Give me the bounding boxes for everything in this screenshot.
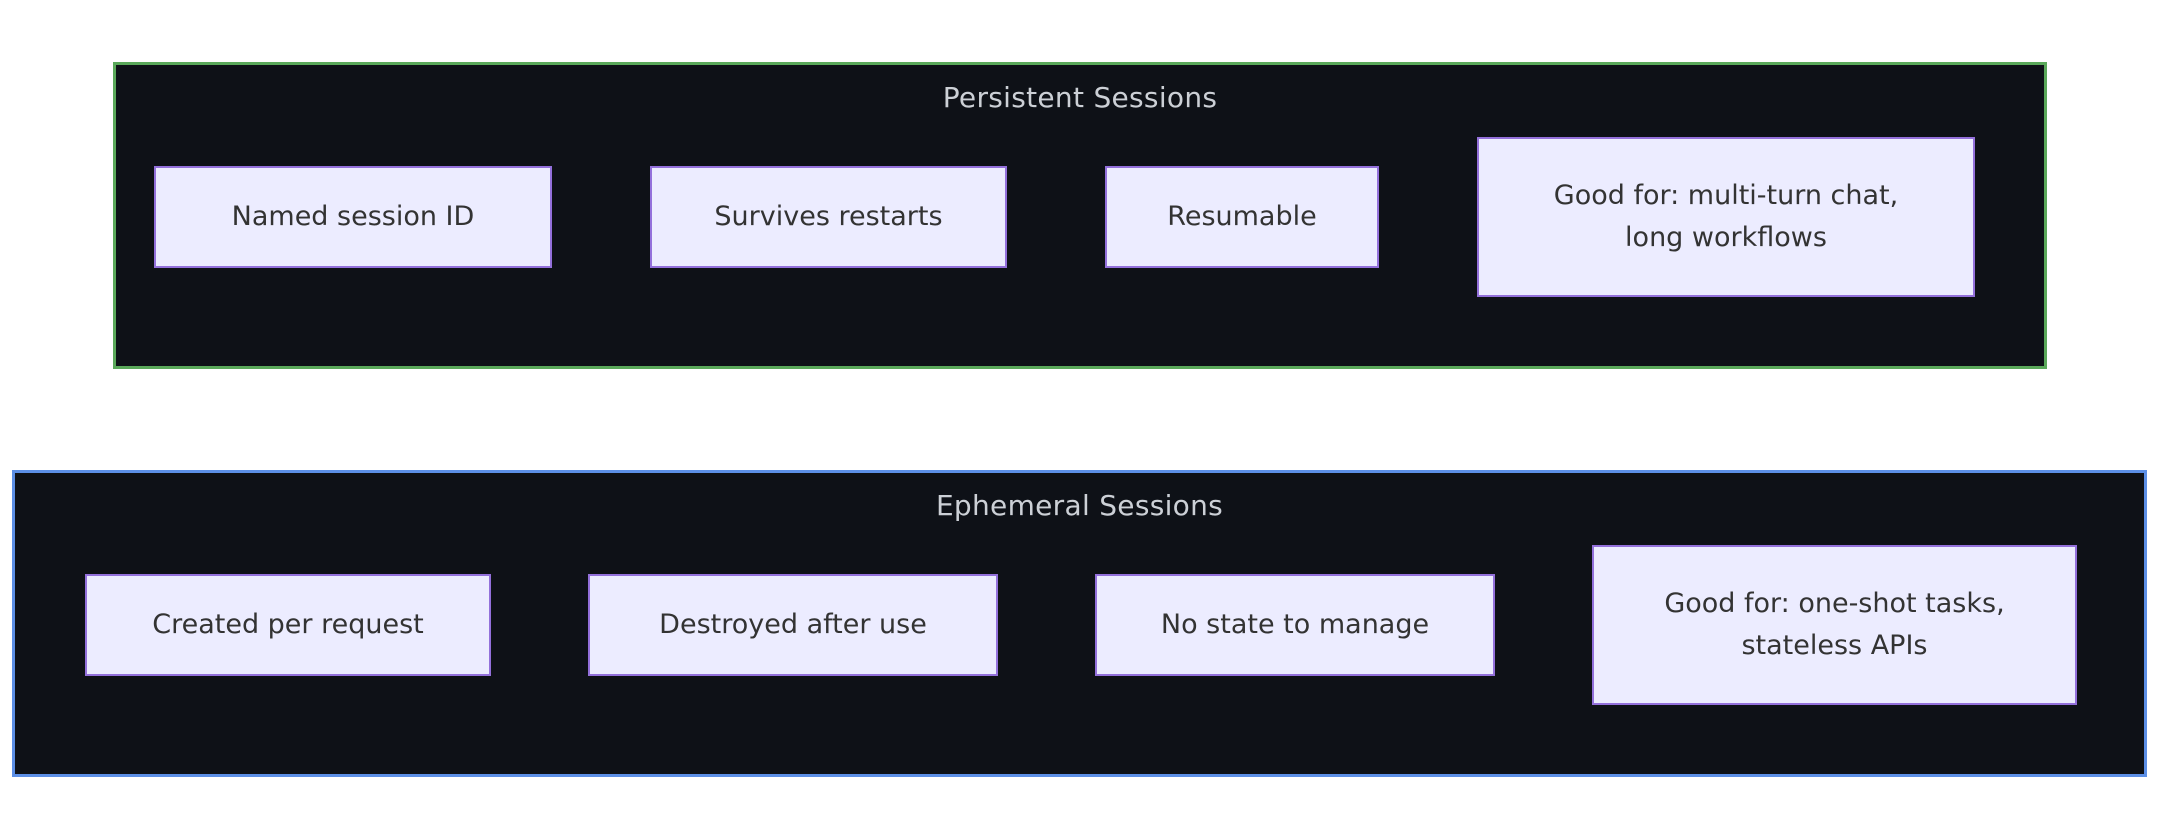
node-created-per-request: Created per request	[85, 574, 491, 676]
persistent-sessions-group: Persistent Sessions Named session ID Sur…	[113, 62, 2047, 369]
node-persistent-good-for: Good for: multi-turn chat, long workflow…	[1477, 137, 1975, 297]
node-resumable: Resumable	[1105, 166, 1379, 268]
ephemeral-sessions-title: Ephemeral Sessions	[935, 489, 1224, 522]
persistent-sessions-title: Persistent Sessions	[942, 81, 1218, 114]
node-named-session-id: Named session ID	[154, 166, 552, 268]
node-survives-restarts: Survives restarts	[650, 166, 1007, 268]
node-destroyed-after-use: Destroyed after use	[588, 574, 998, 676]
ephemeral-sessions-group: Ephemeral Sessions Created per request D…	[12, 470, 2147, 777]
ephemeral-sessions-row: Created per request Destroyed after use …	[85, 545, 2077, 705]
node-ephemeral-good-for: Good for: one-shot tasks, stateless APIs	[1592, 545, 2077, 705]
persistent-sessions-row: Named session ID Survives restarts Resum…	[154, 137, 1975, 297]
node-no-state-to-manage: No state to manage	[1095, 574, 1495, 676]
